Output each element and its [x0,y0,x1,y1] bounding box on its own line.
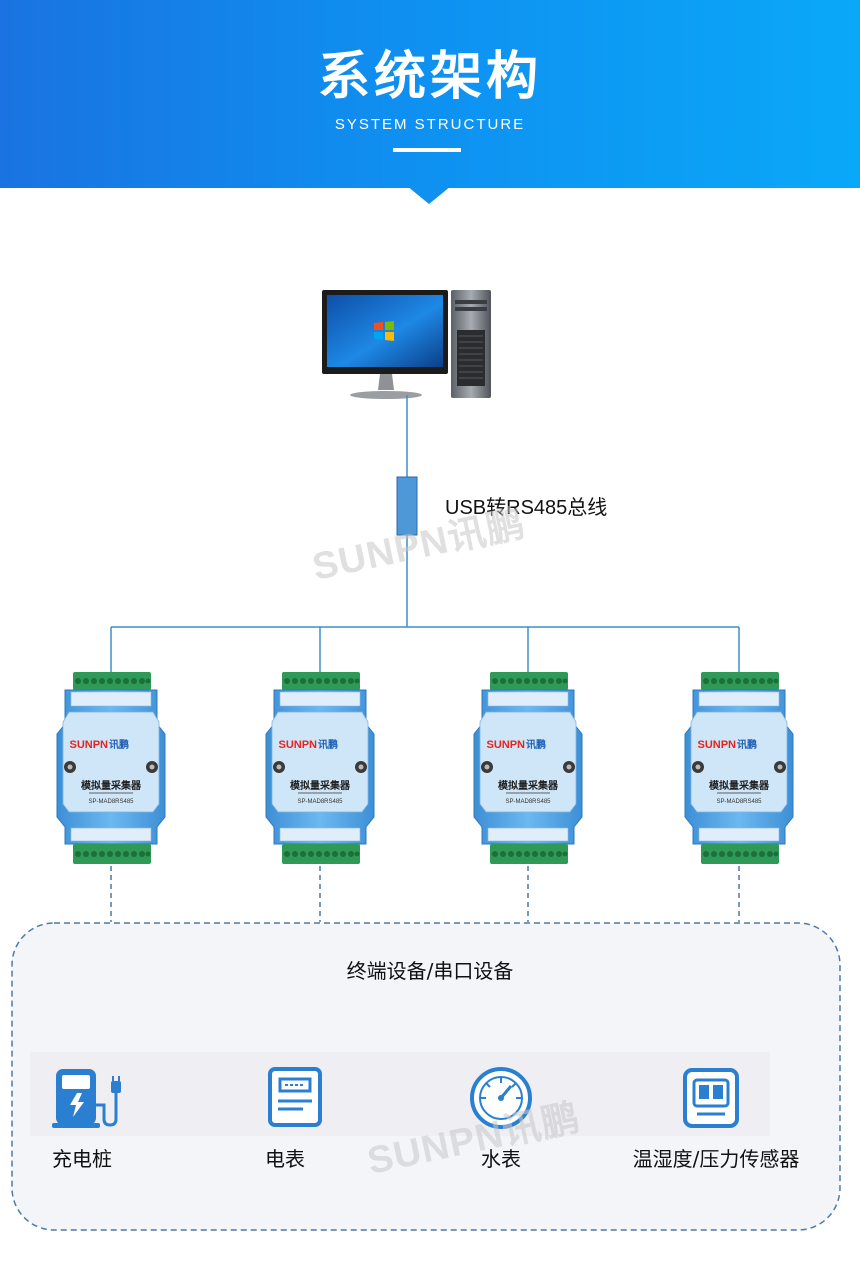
module-model: SP-MAD8RS485 [716,799,762,805]
page-title: 系统架构 [317,47,542,107]
water-meter-icon [470,1067,532,1129]
header-notch [407,186,451,204]
pc-tower-icon [451,290,491,398]
device-label-electric-meter: 电表 [265,1147,305,1171]
module-3 [473,671,583,865]
device-label-water-meter: 水表 [481,1147,521,1171]
icon-strip-background [30,1052,770,1136]
module-model: SP-MAD8RS485 [297,799,343,805]
module-brand-cn: 讯鹏 [737,738,757,751]
charging-pile-icon [52,1069,121,1128]
module-brand: SUNPN [697,739,736,751]
module-2 [265,671,375,865]
bus-label: USB转RS485总线 [445,497,608,519]
module-brand: SUNPN [278,739,317,751]
dashed-links [110,866,740,922]
module-name: 模拟量采集器 [709,779,770,792]
title-underline [393,148,461,152]
module-model: SP-MAD8RS485 [505,799,551,805]
module-brand: SUNPN [69,739,108,751]
usb-converter-icon [396,476,418,536]
header-banner [0,0,860,188]
module-name: 模拟量采集器 [81,779,142,792]
device-label-sensor: 温湿度/压力传感器 [632,1147,800,1171]
module-1 [56,671,166,865]
temp-humidity-sensor-icon [683,1068,739,1128]
module-model: SP-MAD8RS485 [88,799,134,805]
monitor-icon [322,290,448,399]
module-brand-cn: 讯鹏 [109,738,129,751]
module-name: 模拟量采集器 [498,779,559,792]
module-brand-cn: 讯鹏 [318,738,338,751]
page-subtitle: SYSTEM STRUCTURE [334,116,526,133]
module-name: 模拟量采集器 [290,779,351,792]
module-4 [684,671,794,865]
module-brand-cn: 讯鹏 [526,738,546,751]
module-brand: SUNPN [486,739,525,751]
device-label-charging-pile: 充电桩 [52,1147,112,1171]
electric-meter-icon [268,1067,322,1127]
terminal-group-title: 终端设备/串口设备 [346,959,514,983]
